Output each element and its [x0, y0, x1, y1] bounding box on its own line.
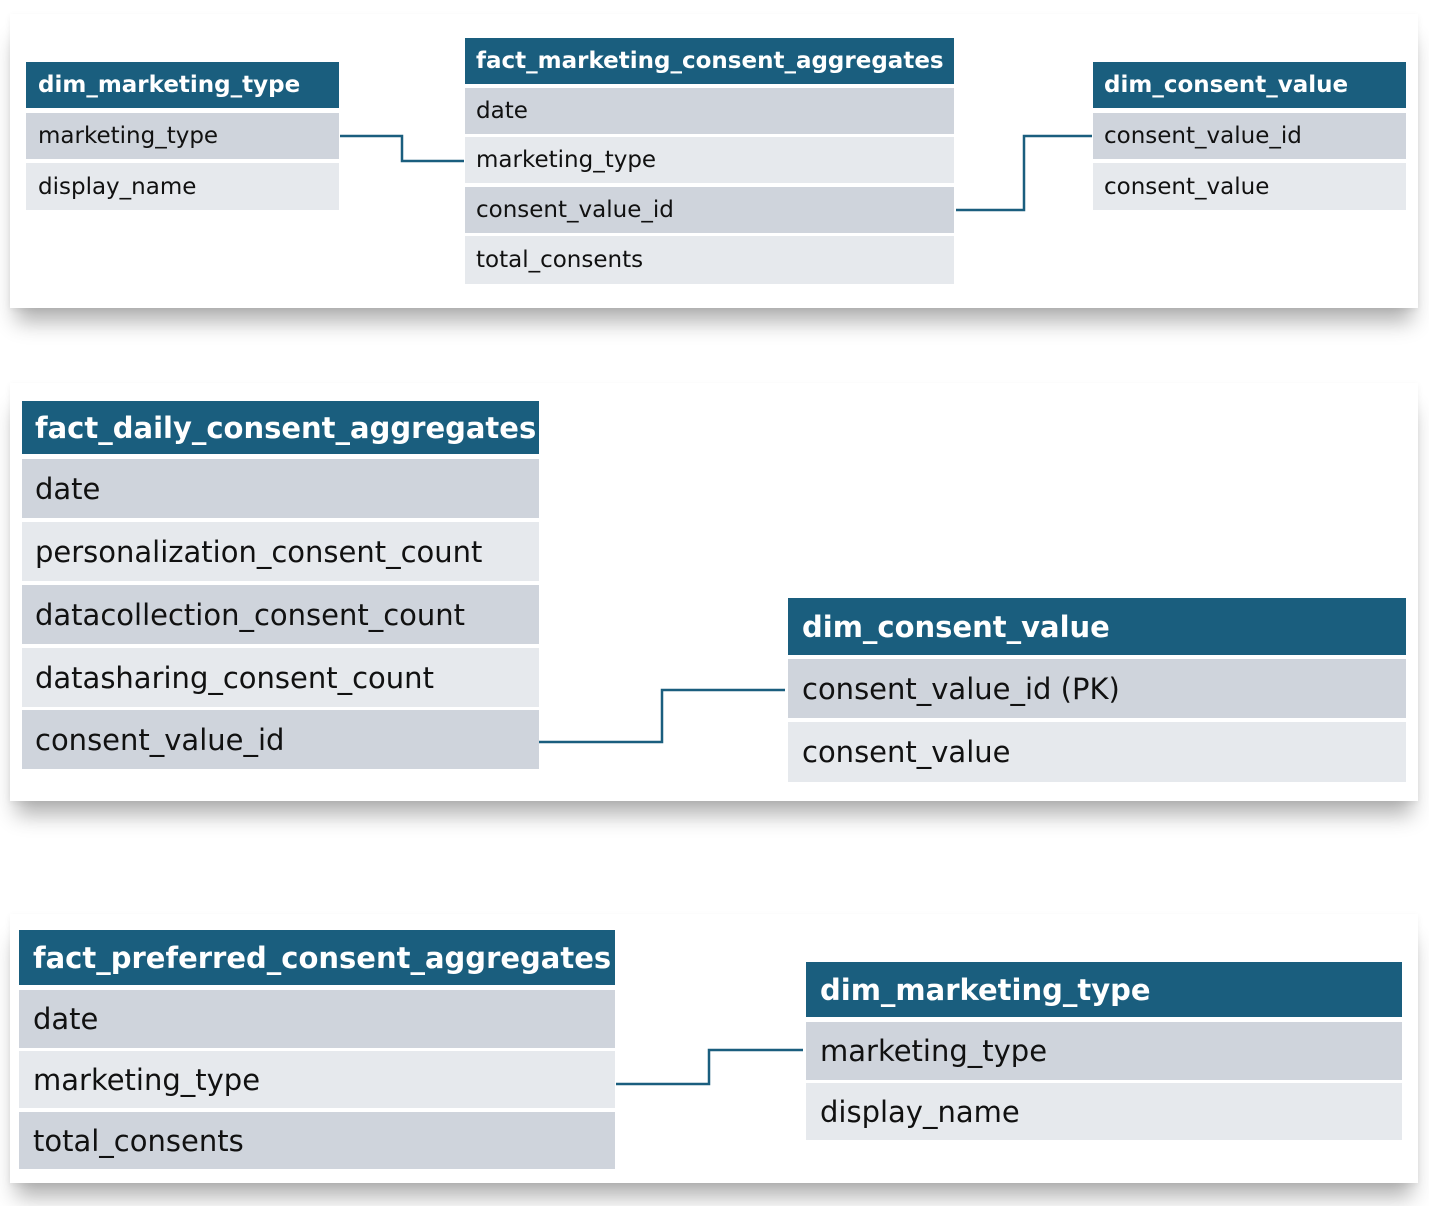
field-marketing-type: marketing_type [19, 1051, 615, 1108]
table-dim-marketing-type-3: dim_marketing_type marketing_type displa… [806, 962, 1402, 1140]
table-title: fact_preferred_consent_aggregates [19, 930, 615, 985]
table-dim-marketing-type-1: dim_marketing_type marketing_type displa… [26, 62, 339, 210]
field-total-consents: total_consents [19, 1112, 615, 1169]
field-datasharing-consent-count: datasharing_consent_count [22, 648, 539, 707]
table-dim-consent-value-1: dim_consent_value consent_value_id conse… [1093, 62, 1406, 210]
field-marketing-type: marketing_type [806, 1022, 1402, 1080]
table-dim-consent-value-2: dim_consent_value consent_value_id (PK) … [788, 598, 1406, 782]
table-title: dim_marketing_type [806, 962, 1402, 1017]
field-total-consents: total_consents [465, 236, 954, 284]
field-marketing-type: marketing_type [26, 113, 339, 159]
field-date: date [465, 88, 954, 134]
field-consent-value-id: consent_value_id [465, 187, 954, 233]
table-title: dim_consent_value [788, 598, 1406, 655]
field-date: date [19, 990, 615, 1048]
field-marketing-type: marketing_type [465, 137, 954, 183]
table-fact-marketing-consent-aggregates: fact_marketing_consent_aggregates date m… [465, 38, 954, 284]
field-date: date [22, 459, 539, 518]
field-personalization-consent-count: personalization_consent_count [22, 522, 539, 581]
field-display-name: display_name [26, 163, 339, 210]
table-fact-preferred-consent-aggregates: fact_preferred_consent_aggregates date m… [19, 930, 615, 1169]
field-consent-value-id: consent_value_id [22, 710, 539, 769]
table-title: dim_marketing_type [26, 62, 339, 108]
field-display-name: display_name [806, 1083, 1402, 1140]
field-consent-value-id-pk: consent_value_id (PK) [788, 659, 1406, 718]
table-title: fact_marketing_consent_aggregates [465, 38, 954, 84]
field-consent-value-id: consent_value_id [1093, 113, 1406, 159]
field-consent-value: consent_value [788, 722, 1406, 782]
table-title: dim_consent_value [1093, 62, 1406, 108]
table-fact-daily-consent-aggregates: fact_daily_consent_aggregates date perso… [22, 401, 539, 769]
table-title: fact_daily_consent_aggregates [22, 401, 539, 454]
field-consent-value: consent_value [1093, 163, 1406, 210]
field-datacollection-consent-count: datacollection_consent_count [22, 585, 539, 644]
